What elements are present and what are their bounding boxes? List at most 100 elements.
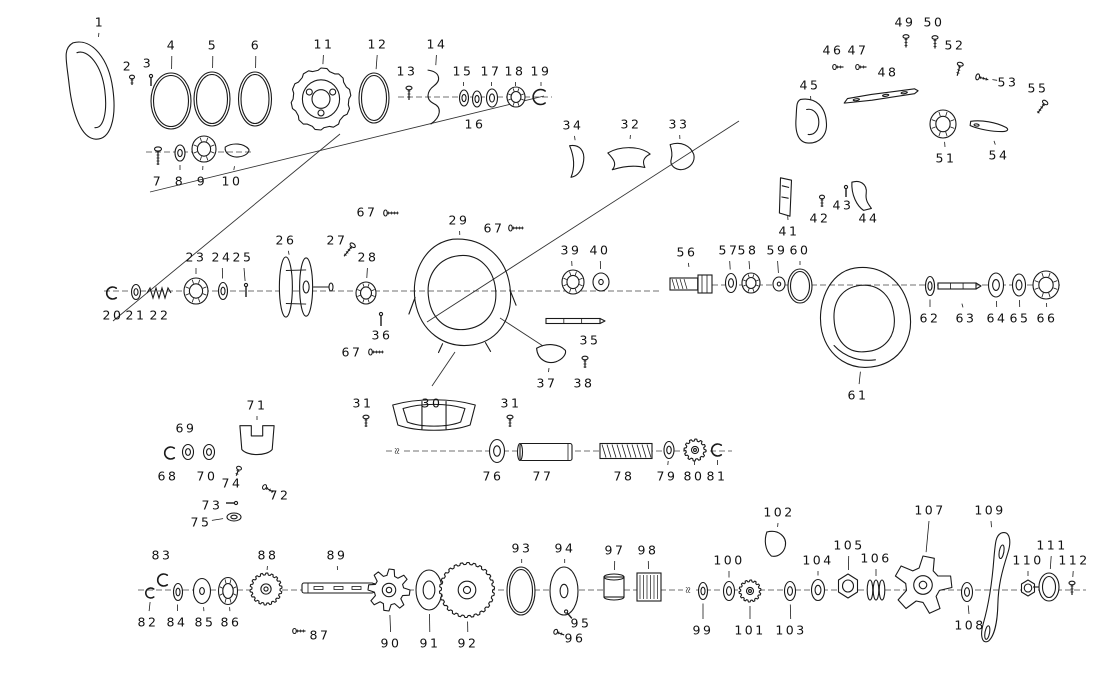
part-80-drawing [683,438,707,462]
part-2-drawing [128,74,136,85]
part-74-drawing [235,465,243,476]
leader-line [993,140,996,145]
part-10-drawing [225,144,249,157]
part-number-6: 6 [251,38,261,53]
part-32-drawing [608,148,650,170]
part-102-drawing [765,531,785,556]
part-number-34: 34 [563,118,584,133]
part-110-drawing [1020,579,1036,597]
part-number-27: 27 [327,233,348,248]
group-guide-line [426,120,740,323]
leader-line [287,250,290,255]
part-number-66: 66 [1037,311,1058,326]
part-16-drawing [471,90,483,108]
part-number-61: 61 [848,388,869,403]
part-number-64: 64 [987,311,1008,326]
part-number-67: 67 [357,205,378,220]
part-67-drawing [368,348,384,356]
part-25-drawing [243,282,249,297]
part-108-drawing [960,581,974,603]
part-number-65: 65 [1010,311,1031,326]
part-41-drawing [779,178,791,216]
part-39-drawing [561,269,585,295]
part-number-24: 24 [212,250,233,265]
part-number-58: 58 [738,243,759,258]
part-number-94: 94 [555,541,576,556]
part-number-26: 26 [276,233,297,248]
part-number-102: 102 [763,505,794,520]
part-62-drawing [924,275,936,297]
part-49-drawing [902,34,910,48]
leader-line [961,303,964,308]
part-96-drawing [553,628,565,636]
part-70-drawing [202,443,216,461]
part-number-68: 68 [158,469,179,484]
part-63-drawing [937,282,982,290]
part-35-drawing [545,317,606,325]
part-number-50: 50 [924,15,945,30]
part-65-drawing [1011,273,1027,297]
part-number-5: 5 [208,38,218,53]
part-number-12: 12 [368,37,389,52]
part-71-drawing [240,426,274,455]
leader-line [858,371,861,385]
part-number-21: 21 [126,308,147,323]
part-number-87: 87 [310,628,331,643]
part-83-drawing [156,573,169,587]
part-54-drawing [970,119,1009,133]
part-84-drawing [172,582,184,602]
part-56-drawing [669,274,713,294]
part-number-63: 63 [956,311,977,326]
part-42-drawing [818,194,826,207]
part-number-8: 8 [175,174,185,189]
part-1-drawing [62,37,121,142]
part-69-drawing [181,443,195,461]
part-99-drawing [697,581,709,601]
part-22-drawing [146,286,172,300]
leader-line [375,54,378,70]
part-14-drawing [428,70,439,124]
part-61-drawing [820,267,910,367]
part-number-30: 30 [422,396,443,411]
part-27-drawing [343,242,356,257]
leader-line [990,520,992,528]
part-81-drawing [710,443,723,457]
part-number-95: 95 [571,616,592,631]
part-11-drawing [290,67,352,131]
part-93-drawing [506,566,536,616]
part-21-drawing [130,283,142,301]
part-number-55: 55 [1028,81,1049,96]
part-98-drawing [636,572,662,602]
part-101-drawing [738,579,762,603]
part-20-drawing [105,286,118,300]
part-number-46: 46 [823,43,844,58]
part-number-49: 49 [895,15,916,30]
part-number-3: 3 [143,56,153,71]
leader-line [243,267,246,282]
part-number-70: 70 [197,469,218,484]
part-number-105: 105 [833,538,864,553]
leader-line [777,260,779,274]
part-number-106: 106 [860,551,891,566]
part-33-drawing [670,143,694,169]
leader-line [729,260,731,270]
part-55-drawing [1036,99,1049,114]
part-112-drawing [1068,580,1076,595]
part-number-52: 52 [945,38,966,53]
part-94-drawing [549,566,579,616]
part-number-17: 17 [481,64,502,79]
group-guide-line [499,317,544,347]
part-number-90: 90 [381,636,402,651]
leader-line [211,518,224,521]
part-number-88: 88 [258,548,279,563]
part-number-13: 13 [397,64,418,79]
leader-line [748,260,751,270]
part-109-drawing [978,531,1011,643]
part-number-11: 11 [314,37,335,52]
part-number-14: 14 [427,37,448,52]
part-number-23: 23 [186,250,207,265]
part-number-100: 100 [713,553,744,568]
part-24-drawing [217,281,229,301]
part-number-35: 35 [580,333,601,348]
part-90-drawing [367,568,411,612]
